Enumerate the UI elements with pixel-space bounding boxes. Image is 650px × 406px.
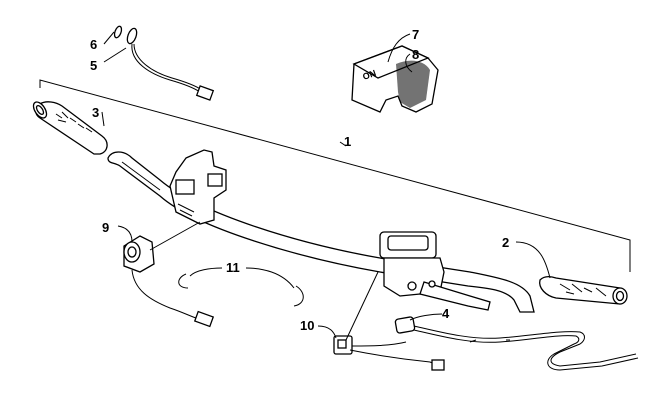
callout-11: 11 xyxy=(226,260,240,275)
callout-8: 8 xyxy=(412,47,419,62)
callout-3: 3 xyxy=(92,105,99,120)
brake-switch-icon xyxy=(333,335,445,371)
left-control-housing-icon xyxy=(169,149,227,225)
callout-2: 2 xyxy=(502,235,509,250)
grip-right-icon xyxy=(539,276,628,305)
clamp-icon xyxy=(178,273,304,307)
brake-master-cylinder-icon xyxy=(379,231,491,311)
assembly-bracket-line xyxy=(39,79,631,272)
callout-9: 9 xyxy=(102,220,109,235)
pad-icon: ON xyxy=(351,45,439,113)
svg-text:ON: ON xyxy=(361,68,377,82)
callout-10: 10 xyxy=(300,318,314,333)
callout-4: 4 xyxy=(442,306,450,321)
callout-6: 6 xyxy=(90,37,97,52)
heater-element-icon xyxy=(113,25,215,101)
switch-icon xyxy=(123,235,215,328)
leader-lines xyxy=(101,31,551,341)
callout-5: 5 xyxy=(90,58,97,73)
callout-7: 7 xyxy=(412,27,419,42)
wire-harness-icon xyxy=(394,316,639,371)
callout-1: 1 xyxy=(344,134,351,149)
callouts: 1 2 3 4 5 6 7 8 9 10 11 xyxy=(90,27,509,333)
grip-left-icon xyxy=(32,101,108,155)
handlebar-icon xyxy=(107,151,535,313)
